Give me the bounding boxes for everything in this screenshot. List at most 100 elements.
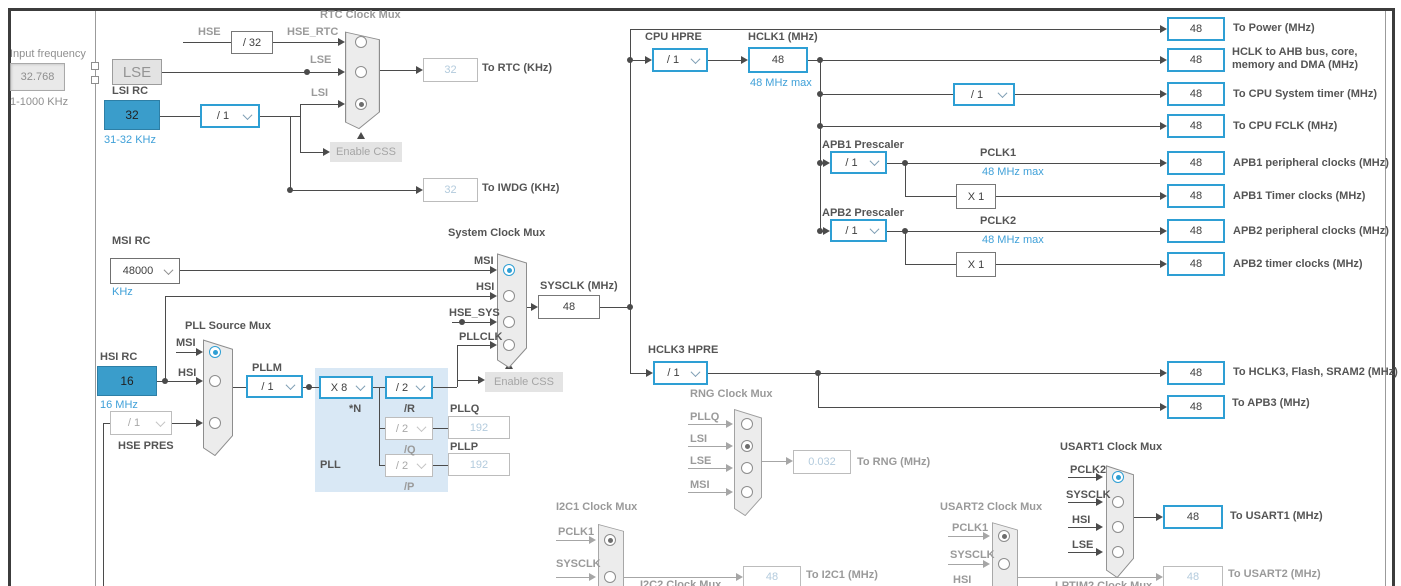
- to-rtc-value-box: 32: [423, 58, 478, 82]
- system-mux-radio-pllclk[interactable]: [503, 339, 515, 351]
- wire: [630, 29, 631, 373]
- wire: [1018, 577, 1156, 578]
- apb1-x1-multiplier-box: X 1: [956, 184, 996, 209]
- canvas-border-left: [8, 8, 11, 586]
- rtc-lse-signal-label: LSE: [310, 54, 332, 66]
- pll-source-radio-msi[interactable]: [209, 346, 221, 358]
- msi-rc-select[interactable]: 48000: [110, 258, 180, 284]
- pll-source-radio-hsi[interactable]: [209, 375, 221, 387]
- usart1-mux-radio-lse[interactable]: [1112, 546, 1124, 558]
- wire: [808, 60, 1160, 61]
- wire: [183, 42, 231, 43]
- lse-oscillator-box: LSE: [112, 59, 162, 85]
- wire: [820, 94, 953, 95]
- apb2-periph-value-box[interactable]: 48: [1167, 219, 1225, 243]
- arrowhead-icon: [646, 369, 653, 377]
- i2c1-mux-radio-pclk1: [604, 534, 616, 546]
- junction-dot: [902, 160, 908, 166]
- systimer-value-box[interactable]: 48: [1167, 82, 1225, 106]
- pll-n-label: *N: [349, 403, 362, 415]
- usart1-lse-label: LSE: [1072, 539, 1094, 551]
- wire: [300, 152, 323, 153]
- arrowhead-icon: [1160, 260, 1167, 268]
- apb1-prescaler-title: APB1 Prescaler: [822, 139, 904, 151]
- apb1-timer-value-box[interactable]: 48: [1167, 184, 1225, 208]
- rtc-mux-radio-lsi: [355, 98, 367, 110]
- wire: [630, 373, 646, 374]
- rng-clock-mux-title: RNG Clock Mux: [690, 388, 773, 400]
- lsi-rtc-divider-select[interactable]: / 1: [200, 104, 260, 128]
- hclk3-hpre-select[interactable]: / 1: [653, 361, 708, 385]
- junction-dot: [815, 370, 821, 376]
- hclk3-value-box[interactable]: 48: [1167, 361, 1225, 385]
- usart1-value-box[interactable]: 48: [1163, 505, 1223, 529]
- arrowhead-icon: [726, 488, 733, 496]
- apb2-timer-label: APB2 timer clocks (MHz): [1233, 258, 1363, 270]
- apb1-prescaler-select[interactable]: / 1: [830, 151, 887, 174]
- input-frequency-label: Input frequency: [10, 48, 86, 60]
- junction-dot: [817, 57, 823, 63]
- wire: [818, 407, 1160, 408]
- hsi-rc-label: HSI RC: [100, 351, 138, 363]
- system-clock-mux-title: System Clock Mux: [448, 227, 546, 239]
- arrowhead-icon: [338, 100, 345, 108]
- wire: [273, 42, 338, 43]
- hse-pres-select: / 1: [110, 411, 172, 435]
- wire: [1068, 477, 1096, 478]
- wire: [165, 296, 490, 297]
- pllm-select[interactable]: / 1: [246, 375, 303, 398]
- chevron-down-icon: [155, 416, 166, 427]
- usart1-mux-radio-sysclk[interactable]: [1112, 496, 1124, 508]
- pll-source-radio-hse[interactable]: [209, 417, 221, 429]
- system-mux-radio-hse-sys[interactable]: [503, 316, 515, 328]
- wire: [1134, 517, 1156, 518]
- usart1-mux-radio-hsi[interactable]: [1112, 521, 1124, 533]
- system-mux-radio-hsi[interactable]: [503, 290, 515, 302]
- to-power-label: To Power (MHz): [1233, 22, 1315, 34]
- usart2-value-box: 48: [1163, 566, 1223, 586]
- systimer-divider-select[interactable]: / 1: [953, 83, 1015, 106]
- wire: [160, 116, 200, 117]
- systimer-label: To CPU System timer (MHz): [1233, 88, 1378, 100]
- usart2-mux-radio-pclk1: [998, 530, 1010, 542]
- fclk-value-box[interactable]: 48: [1167, 114, 1225, 138]
- pll-r-select[interactable]: / 2: [385, 376, 433, 399]
- apb2-timer-value-box[interactable]: 48: [1167, 252, 1225, 276]
- wire: [820, 126, 1160, 127]
- junction-dot: [817, 123, 823, 129]
- junction-dot: [287, 187, 293, 193]
- pllm-label: PLLM: [252, 362, 282, 374]
- pll-n-select[interactable]: X 8: [319, 376, 373, 399]
- rtc-hse-divider-box: / 32: [231, 31, 273, 54]
- apb2-prescaler-select[interactable]: / 1: [830, 219, 887, 242]
- apb1-periph-value-box[interactable]: 48: [1167, 151, 1225, 175]
- hclk-ahb-value-box[interactable]: 48: [1167, 48, 1225, 72]
- hse-pres-label: HSE PRES: [118, 440, 174, 452]
- apb3-value-box[interactable]: 48: [1167, 395, 1225, 419]
- usart2-clock-mux-title: USART2 Clock Mux: [940, 501, 1043, 513]
- canvas-border-top: [8, 8, 1395, 11]
- chevron-down-icon: [690, 366, 701, 377]
- usart1-mux-radio-pclk2[interactable]: [1112, 471, 1124, 483]
- pll-p-select: / 2: [385, 454, 433, 477]
- wire: [300, 104, 301, 152]
- cpu-hpre-select[interactable]: / 1: [652, 48, 708, 72]
- wire: [905, 196, 956, 197]
- wire: [600, 307, 630, 308]
- hclk1-value-box[interactable]: 48: [748, 47, 808, 73]
- rtc-hse-signal-label: HSE: [198, 26, 221, 38]
- hclk-ahb-label-line2: memory and DMA (MHz): [1232, 59, 1359, 71]
- i2c1-pclk1-label: PCLK1: [558, 526, 595, 538]
- to-rtc-label: To RTC (KHz): [482, 62, 553, 74]
- pll-block-label: PLL: [320, 459, 341, 471]
- arrowhead-icon: [323, 148, 330, 156]
- arrowhead-icon: [490, 318, 497, 326]
- wire: [1068, 527, 1096, 528]
- system-mux-radio-msi[interactable]: [503, 264, 515, 276]
- wire: [260, 116, 300, 117]
- wire: [527, 307, 531, 308]
- wire: [180, 270, 490, 271]
- to-power-value-box[interactable]: 48: [1167, 17, 1225, 41]
- wire: [433, 387, 457, 388]
